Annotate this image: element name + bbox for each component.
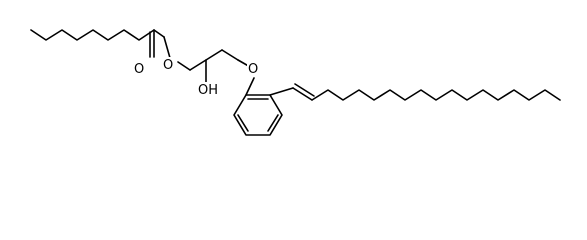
vinyl-double-bond	[269, 83, 315, 101]
ester-oxygen: O	[163, 58, 173, 73]
alkyl-tail	[311, 89, 561, 101]
glycerol-backbone	[177, 49, 253, 83]
carbonyl-double-bond	[149, 29, 155, 58]
ether-oxygen-label: O	[247, 61, 261, 77]
structure-diagram: O O OH O	[30, 29, 561, 136]
hydroxyl-group: OH	[198, 83, 218, 98]
ester-oxygen-link	[163, 36, 171, 59]
carbonyl-oxygen-label: O	[133, 61, 147, 77]
ether-bond	[245, 77, 255, 96]
ether-oxygen: O	[248, 62, 258, 77]
molecule-drawing: O O OH O	[30, 29, 561, 136]
carbonyl-oxygen: O	[134, 62, 144, 77]
ester-bond	[153, 29, 165, 38]
hydroxyl-label: OH	[197, 82, 221, 98]
benzene-ring	[233, 94, 283, 136]
octanoyl-chain	[30, 29, 155, 41]
ester-oxygen-label: O	[162, 57, 176, 73]
